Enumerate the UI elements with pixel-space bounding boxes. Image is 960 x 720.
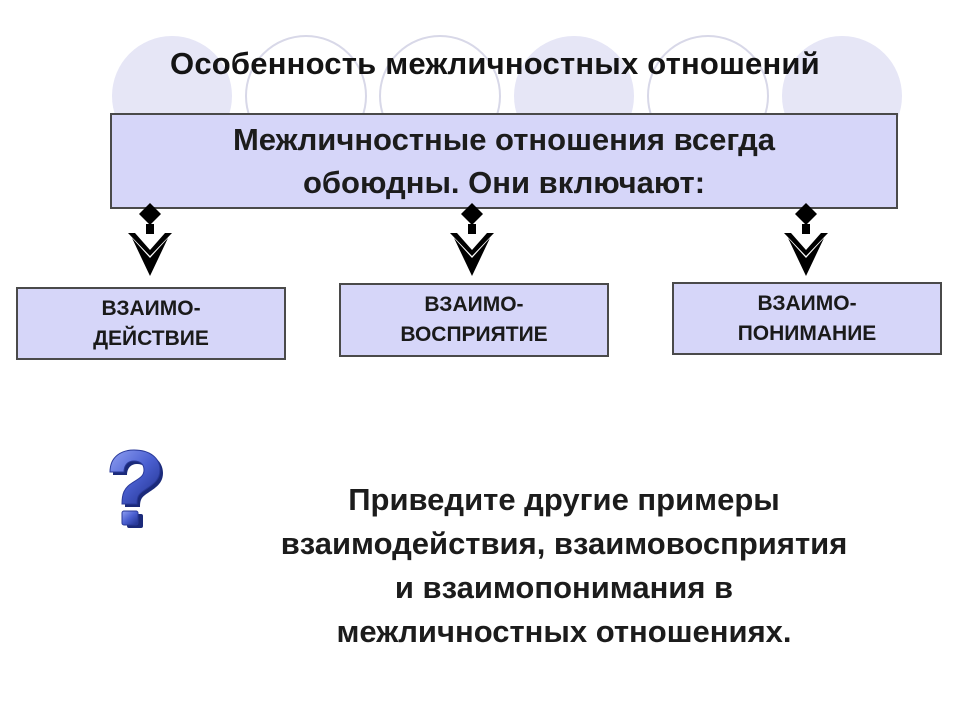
main-statement-line: обоюдны. Они включают: [302,165,706,200]
concept-box-line: ДЕЙСТВИЕ [93,326,209,350]
question-line: и взаимопонимания в [394,570,734,605]
connector-arrows [128,203,828,276]
concept-box-line: ПОНИМАНИЕ [737,321,877,345]
arrow-down-icon [450,203,494,276]
question-prompt: Приведите другие примеры взаимодействия,… [208,478,920,654]
concept-box-perception: ВЗАИМО- ВОСПРИЯТИЕ [339,283,609,357]
question-line: взаимодействия, взаимовосприятия [280,526,848,561]
arrow-down-icon [128,203,172,276]
concept-box-understanding: ВЗАИМО- ПОНИМАНИЕ [672,282,942,355]
slide-title: Особенность межличностных отношений [170,46,820,81]
main-statement-box: Межличностные отношения всегда обоюдны. … [110,113,898,209]
main-statement-line: Межличностные отношения всегда [232,122,776,157]
concept-box-line: ВОСПРИЯТИЕ [400,323,548,346]
concept-box-interaction: ВЗАИМО- ДЕЙСТВИЕ [16,287,286,360]
arrow-down-icon [784,203,828,276]
question-line: Приведите другие примеры [348,482,780,517]
concept-box-line: ВЗАИМО- [101,296,201,320]
concept-box-line: ВЗАИМО- [757,291,857,315]
concept-box-line: ВЗАИМО- [424,293,524,316]
question-line: межличностных отношениях. [336,614,792,649]
question-mark-icon [109,449,163,528]
